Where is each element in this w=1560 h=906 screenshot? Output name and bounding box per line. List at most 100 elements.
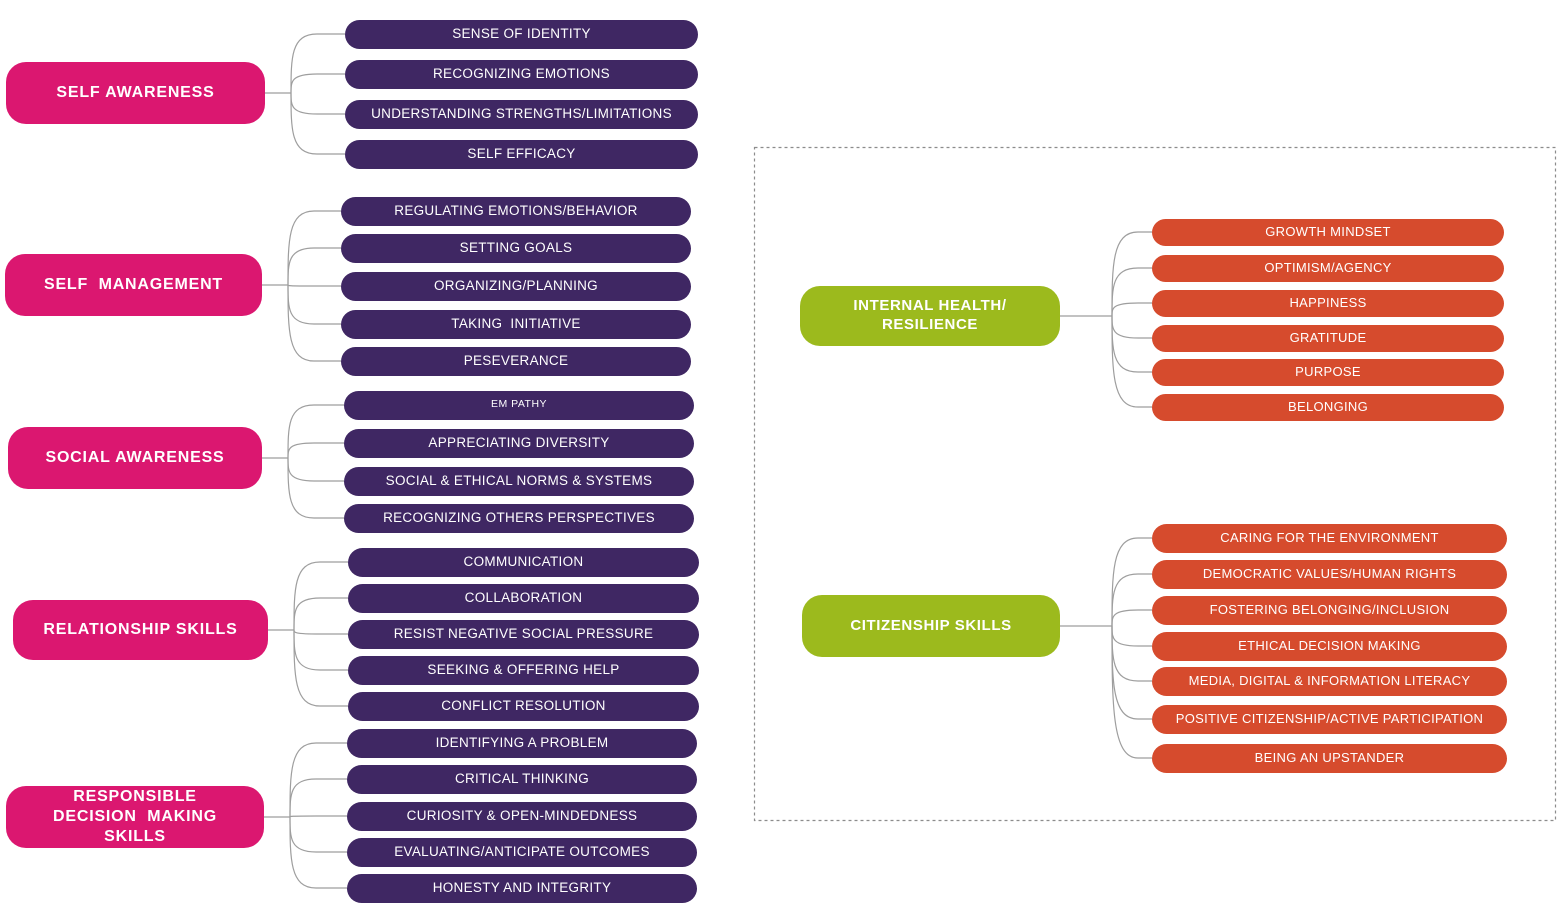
leaf-organizing-planning: ORGANIZING/PLANNING bbox=[341, 271, 691, 301]
connector-line bbox=[1111, 267, 1152, 317]
leaf-caring-for-the-environment-label: CARING FOR THE ENVIRONMENT bbox=[1220, 529, 1439, 545]
leaf-evaluating-anticipate-outcomes-label: EVALUATING/ANTICIPATE OUTCOMES bbox=[394, 843, 650, 859]
connector-line bbox=[293, 629, 348, 707]
connector-line bbox=[1111, 609, 1152, 627]
branch-internal-health-resilience: INTERNAL HEALTH/ RESILIENCE bbox=[800, 286, 1060, 346]
leaf-communication: COMMUNICATION bbox=[348, 547, 699, 577]
leaf-purpose-label: PURPOSE bbox=[1295, 363, 1361, 379]
branch-citizenship-skills-label: CITIZENSHIP SKILLS bbox=[850, 616, 1012, 634]
leaf-social-ethical-norms-systems: SOCIAL & ETHICAL NORMS & SYSTEMS bbox=[344, 466, 694, 496]
leaf-critical-thinking-label: CRITICAL THINKING bbox=[454, 770, 590, 786]
leaf-belonging-label: BELONGING bbox=[1288, 398, 1368, 414]
leaf-understanding-strengths-limitations: UNDERSTANDING STRENGTHS/LIMITATIONS bbox=[345, 99, 698, 129]
connector-line bbox=[1111, 625, 1152, 682]
leaf-happiness: HAPPINESS bbox=[1152, 289, 1504, 317]
leaf-curiosity-open-mindedness: CURIOSITY & OPEN-MINDEDNESS bbox=[347, 801, 697, 831]
leaf-happiness-label: HAPPINESS bbox=[1289, 294, 1367, 310]
connector-line bbox=[293, 629, 348, 635]
leaf-optimism-agency: OPTIMISM/AGENCY bbox=[1152, 254, 1504, 282]
leaf-self-efficacy-label: SELF EFFICACY bbox=[467, 145, 576, 161]
connector-line bbox=[287, 442, 344, 459]
connector-line bbox=[293, 629, 348, 671]
connector-line bbox=[289, 816, 347, 853]
leaf-positive-citizenship-active-participation-label: POSITIVE CITIZENSHIP/ACTIVE PARTICIPATIO… bbox=[1175, 710, 1484, 726]
connector-line bbox=[1111, 315, 1152, 408]
leaf-em-pathy-label: EM PATHY bbox=[490, 398, 548, 411]
leaf-purpose: PURPOSE bbox=[1152, 358, 1504, 386]
branch-citizenship-skills: CITIZENSHIP SKILLS bbox=[802, 595, 1060, 657]
connector-line bbox=[289, 815, 347, 818]
connector-line bbox=[1111, 302, 1152, 317]
leaf-conflict-resolution-label: CONFLICT RESOLUTION bbox=[441, 697, 606, 713]
leaf-conflict-resolution: CONFLICT RESOLUTION bbox=[348, 691, 699, 721]
leaf-em-pathy: EM PATHY bbox=[344, 390, 694, 420]
connector-line bbox=[1111, 625, 1152, 759]
leaf-appreciating-diversity-label: APPRECIATING DIVERSITY bbox=[428, 434, 610, 450]
branch-responsible-decision-making-skills-label: RESPONSIBLE DECISION MAKING SKILLS bbox=[53, 788, 217, 845]
leaf-understanding-strengths-limitations-label: UNDERSTANDING STRENGTHS/LIMITATIONS bbox=[371, 105, 672, 121]
branch-relationship-skills-label: RELATIONSHIP SKILLS bbox=[43, 621, 238, 638]
leaf-regulating-emotions-behavior: REGULATING EMOTIONS/BEHAVIOR bbox=[341, 196, 691, 226]
branch-self-management-label: SELF MANAGEMENT bbox=[43, 276, 224, 293]
connector-line bbox=[287, 457, 344, 519]
branch-social-awareness: SOCIAL AWARENESS bbox=[8, 427, 262, 489]
leaf-critical-thinking: CRITICAL THINKING bbox=[347, 764, 697, 794]
branch-responsible-decision-making-skills: RESPONSIBLE DECISION MAKING SKILLS bbox=[6, 786, 264, 848]
connector-line bbox=[287, 284, 341, 325]
connector-line bbox=[290, 73, 345, 94]
leaf-gratitude: GRATITUDE bbox=[1152, 324, 1504, 352]
connector-line bbox=[287, 284, 341, 362]
connector-line bbox=[287, 457, 344, 482]
leaf-democratic-values-human-rights-label: DEMOCRATIC VALUES/HUMAN RIGHTS bbox=[1202, 565, 1457, 581]
leaf-setting-goals: SETTING GOALS bbox=[341, 233, 691, 263]
leaf-sense-of-identity: SENSE OF IDENTITY bbox=[345, 19, 698, 49]
leaf-honesty-and-integrity: HONESTY AND INTEGRITY bbox=[347, 873, 697, 903]
connector-line bbox=[287, 210, 341, 286]
leaf-identifying-a-problem-label: IDENTIFYING A PROBLEM bbox=[435, 734, 609, 750]
connector-line bbox=[290, 33, 345, 94]
leaf-gratitude-label: GRATITUDE bbox=[1289, 329, 1367, 345]
leaf-curiosity-open-mindedness-label: CURIOSITY & OPEN-MINDEDNESS bbox=[406, 807, 638, 823]
leaf-ethical-decision-making: ETHICAL DECISION MAKING bbox=[1152, 631, 1507, 661]
leaf-recognizing-others-perspectives-label: RECOGNIZING OTHERS PERSPECTIVES bbox=[383, 509, 655, 525]
leaf-fostering-belonging-inclusion-label: FOSTERING BELONGING/INCLUSION bbox=[1209, 601, 1450, 617]
leaf-collaboration-label: COLLABORATION bbox=[464, 589, 583, 605]
leaf-taking-initiative-label: TAKING INITIATIVE bbox=[451, 315, 581, 331]
leaf-being-an-upstander-label: BEING AN UPSTANDER bbox=[1254, 749, 1405, 765]
leaf-optimism-agency-label: OPTIMISM/AGENCY bbox=[1264, 259, 1392, 275]
connector-line bbox=[1111, 315, 1152, 373]
leaf-fostering-belonging-inclusion: FOSTERING BELONGING/INCLUSION bbox=[1152, 595, 1507, 625]
leaf-recognizing-others-perspectives: RECOGNIZING OTHERS PERSPECTIVES bbox=[344, 503, 694, 533]
connector-line bbox=[1111, 625, 1152, 720]
leaf-evaluating-anticipate-outcomes: EVALUATING/ANTICIPATE OUTCOMES bbox=[347, 837, 697, 867]
leaf-growth-mindset-label: GROWTH MINDSET bbox=[1265, 223, 1391, 239]
leaf-caring-for-the-environment: CARING FOR THE ENVIRONMENT bbox=[1152, 523, 1507, 553]
leaf-peseverance: PESEVERANCE bbox=[341, 346, 691, 376]
leaf-appreciating-diversity: APPRECIATING DIVERSITY bbox=[344, 428, 694, 458]
leaf-resist-negative-social-pressure: RESIST NEGATIVE SOCIAL PRESSURE bbox=[348, 619, 699, 649]
leaf-honesty-and-integrity-label: HONESTY AND INTEGRITY bbox=[432, 879, 612, 895]
leaf-identifying-a-problem: IDENTIFYING A PROBLEM bbox=[347, 728, 697, 758]
leaf-sense-of-identity-label: SENSE OF IDENTITY bbox=[452, 25, 591, 41]
connector-line bbox=[1111, 625, 1152, 647]
leaf-organizing-planning-label: ORGANIZING/PLANNING bbox=[434, 277, 598, 293]
connector-line bbox=[1111, 537, 1152, 627]
leaf-recognizing-emotions: RECOGNIZING EMOTIONS bbox=[345, 59, 698, 89]
leaf-media-digital-information-literacy-label: MEDIA, DIGITAL & INFORMATION LITERACY bbox=[1188, 672, 1471, 688]
connector-line bbox=[287, 284, 341, 287]
connector-line bbox=[289, 816, 347, 889]
connector-line bbox=[1111, 573, 1152, 627]
leaf-social-ethical-norms-systems-label: SOCIAL & ETHICAL NORMS & SYSTEMS bbox=[385, 472, 653, 488]
leaf-media-digital-information-literacy: MEDIA, DIGITAL & INFORMATION LITERACY bbox=[1152, 666, 1507, 696]
leaf-positive-citizenship-active-participation: POSITIVE CITIZENSHIP/ACTIVE PARTICIPATIO… bbox=[1152, 704, 1507, 734]
leaf-self-efficacy: SELF EFFICACY bbox=[345, 139, 698, 169]
branch-social-awareness-label: SOCIAL AWARENESS bbox=[45, 449, 225, 466]
connector-line bbox=[287, 247, 341, 286]
leaf-taking-initiative: TAKING INITIATIVE bbox=[341, 309, 691, 339]
leaf-communication-label: COMMUNICATION bbox=[463, 553, 584, 569]
branch-self-management: SELF MANAGEMENT bbox=[5, 254, 262, 316]
leaf-recognizing-emotions-label: RECOGNIZING EMOTIONS bbox=[432, 65, 610, 81]
leaf-growth-mindset: GROWTH MINDSET bbox=[1152, 218, 1504, 246]
connector-line bbox=[1111, 315, 1152, 339]
